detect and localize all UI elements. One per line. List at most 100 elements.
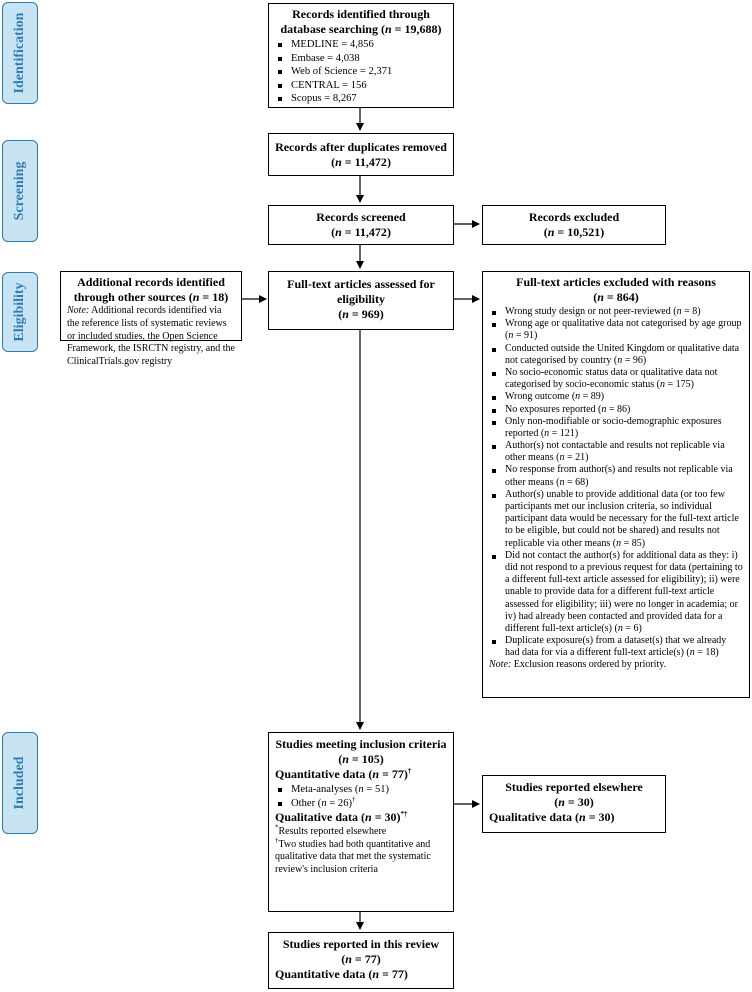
inclusion-n: 105 (361, 752, 380, 766)
reason-n: 6 (633, 622, 639, 634)
fulltext-excluded-box: Full-text articles excluded with reasons… (482, 271, 750, 698)
footnote-results-elsewhere: *Results reported elsewhere (275, 824, 447, 839)
n-symbol: n (558, 795, 565, 809)
eq-symbol: = (348, 307, 362, 321)
eq-symbol: = (379, 967, 392, 981)
eq-symbol: = (580, 391, 591, 403)
records-screened-n: 11,472 (354, 225, 387, 239)
quantitative-n: 77 (391, 967, 404, 981)
additional-records-note: Note: Additional records identified via … (67, 305, 235, 369)
phase-included: Included (2, 732, 38, 834)
this-review-title: Studies reported in this review (282, 937, 440, 951)
reason-n: 91 (523, 330, 534, 342)
eq-symbol: = (341, 225, 355, 239)
phase-screening-label: Screening (12, 161, 27, 221)
n-symbol: n (575, 391, 581, 403)
n-symbol: n (601, 403, 607, 415)
eq-symbol: = (564, 476, 576, 488)
exclusion-reason-item: Wrong study design or not peer-reviewed … (489, 306, 743, 318)
reason-text: Author(s) unable to provide additional d… (505, 488, 739, 549)
exclusion-reason-item: Duplicate exposure(s) from a dataset(s) … (489, 635, 743, 659)
n-symbol: n (559, 452, 565, 464)
exclusion-reasons-list: Wrong study design or not peer-reviewed … (489, 306, 743, 659)
n-symbol: n (365, 810, 372, 825)
n-symbol: n (559, 476, 565, 488)
reason-n: 21 (575, 452, 586, 464)
reason-n: 121 (559, 427, 575, 439)
eq-symbol: = (603, 290, 617, 304)
list-item: Meta-analyses (n = 51) (275, 783, 447, 797)
records-excluded-box: Records excluded (n = 10,521) (482, 205, 666, 245)
inclusion-quantitative: Quantitative data (n = 77)† (275, 767, 412, 781)
reason-text: Only non-modifiable or socio-demographic… (505, 415, 722, 439)
n-symbol: n (617, 354, 623, 366)
n-symbol: n (508, 330, 514, 342)
footnote-both-data: †Two studies had both quantitative and q… (275, 837, 447, 877)
this-review-quantitative: Quantitative data (n = 77) (275, 967, 408, 981)
n-symbol: n (676, 306, 682, 317)
fulltext-assessed-n: 969 (361, 307, 380, 321)
n-symbol: n (544, 427, 550, 439)
records-screened-box: Records screened (n = 11,472) (268, 205, 454, 245)
eq-symbol: = (371, 810, 385, 825)
n-symbol: n (342, 307, 349, 321)
eq-symbol: = (554, 225, 568, 239)
reported-elsewhere-box: Studies reported elsewhere (n = 30) Qual… (482, 775, 666, 833)
n-symbol: n (617, 622, 623, 634)
eq-symbol: = (681, 306, 693, 317)
additional-records-title: Additional records identified through ot… (73, 275, 225, 304)
list-item: MEDLINE = 4,856 (275, 38, 447, 52)
footnote-text: Results reported elsewhere (278, 825, 387, 837)
n-symbol: n (321, 797, 327, 809)
n-symbol: n (335, 155, 342, 169)
list-item: Scopus = 8,267 (275, 92, 447, 106)
eq-symbol: = (622, 622, 634, 634)
qualitative-label: Qualitative data (275, 810, 358, 825)
eq-symbol: = (606, 403, 618, 415)
eq-symbol: = (664, 379, 676, 391)
exclusion-reason-item: Conducted outside the United Kingdom or … (489, 343, 743, 367)
records-screened-title: Records screened (316, 210, 406, 224)
n-symbol: n (689, 647, 695, 659)
eq-symbol: = (549, 427, 560, 439)
fulltext-assessed-title: Full-text articles assessed for eligibil… (287, 277, 435, 306)
footnote-marks: *† (400, 810, 408, 819)
records-identified-box: Records identified through database sear… (268, 3, 454, 108)
list-item: CENTRAL = 156 (275, 79, 447, 93)
qualitative-n: 30 (384, 810, 397, 825)
eq-symbol: = (621, 537, 632, 549)
n-symbol: n (384, 22, 392, 36)
item-text: Other (291, 797, 316, 809)
reason-n: 18 (705, 647, 716, 659)
dagger-mark: † (352, 795, 356, 804)
n-symbol: n (579, 810, 586, 824)
note-text: Exclusion reasons ordered by priority. (513, 659, 667, 671)
reason-n: 86 (617, 403, 628, 415)
duplicates-removed-n: 11,472 (354, 155, 387, 169)
phase-eligibility: Eligibility (2, 272, 38, 352)
records-identified-title: Records identified through database sear… (280, 7, 430, 36)
exclusion-reason-item: Only non-modifiable or socio-demographic… (489, 416, 743, 440)
eq-symbol: = (564, 452, 576, 464)
eq-symbol: = (341, 155, 355, 169)
eq-symbol: = (199, 290, 213, 304)
inclusion-title: Studies meeting inclusion criteria (275, 737, 447, 751)
duplicates-removed-title: Records after duplicates removed (275, 140, 447, 154)
n-symbol: n (192, 290, 200, 304)
fulltext-assessed-box: Full-text articles assessed for eligibil… (268, 271, 454, 330)
qualitative-n: 30 (598, 810, 611, 824)
quantitative-list: Meta-analyses (n = 51) Other (n = 26)† (275, 783, 447, 810)
reason-text: Wrong study design or not peer-reviewed (505, 306, 671, 317)
reason-n: 96 (632, 354, 643, 366)
additional-records-box: Additional records identified through ot… (60, 271, 242, 367)
reason-text: Conducted outside the United Kingdom or … (505, 342, 740, 366)
n-symbol: n (342, 752, 349, 766)
fulltext-excluded-n: 864 (616, 290, 635, 304)
eq-symbol: = (363, 784, 375, 796)
n-symbol: n (616, 537, 622, 549)
reason-n: 89 (590, 391, 601, 403)
exclusion-note: Note: Exclusion reasons ordered by prior… (489, 659, 743, 671)
additional-records-n: 18 (212, 290, 225, 304)
reason-text: No response from author(s) and results n… (505, 464, 733, 488)
exclusion-reason-item: Wrong age or qualitative data not catego… (489, 318, 743, 342)
